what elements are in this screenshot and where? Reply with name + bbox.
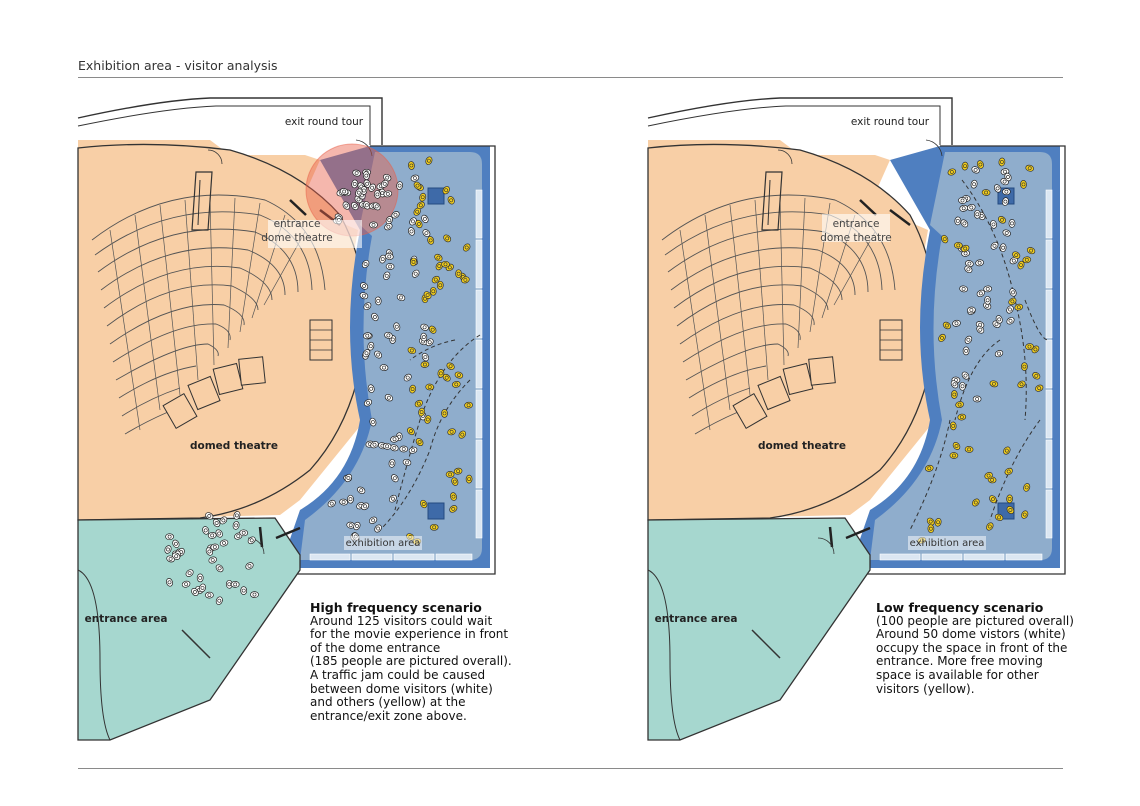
other-visitor xyxy=(1019,179,1028,189)
other-visitor xyxy=(463,401,474,409)
dome-visitor xyxy=(374,296,383,306)
dome-visitor xyxy=(204,591,214,599)
top-divider xyxy=(78,77,1063,78)
other-visitor xyxy=(998,157,1006,167)
other-visitor xyxy=(949,451,959,460)
dome-visitor xyxy=(399,445,409,453)
other-visitor xyxy=(953,241,963,249)
other-visitor xyxy=(429,523,439,531)
other-visitor xyxy=(420,360,430,369)
other-visitor xyxy=(436,280,444,290)
other-visitor xyxy=(455,269,462,279)
scenario-high-description: High frequency scenario Around 125 visit… xyxy=(310,601,530,723)
label-entrance: entrance xyxy=(274,218,321,230)
other-visitor xyxy=(1006,494,1014,504)
label-exhibition-area: exhibition area xyxy=(346,538,421,549)
other-visitor xyxy=(1021,362,1028,371)
label-domed-theatre: domed theatre xyxy=(758,440,846,452)
dome-visitor xyxy=(165,533,175,541)
other-visitor xyxy=(964,445,974,454)
scenario-low-description: Low frequency scenario (100 people are p… xyxy=(876,601,1096,696)
scenario-line: space is available for other xyxy=(876,667,1039,682)
scenario-line: Around 50 dome vistors (white) xyxy=(876,627,1066,642)
dome-visitor xyxy=(369,221,378,229)
dome-visitor xyxy=(959,381,966,391)
label-exit-round-tour: exit round tour xyxy=(285,116,364,128)
dome-visitor xyxy=(373,189,382,200)
dome-visitor xyxy=(972,395,982,403)
label-entrance-area: entrance area xyxy=(85,613,168,625)
label-exit-round-tour: exit round tour xyxy=(851,116,930,128)
other-visitor xyxy=(1024,342,1035,351)
dome-visitor xyxy=(999,243,1007,253)
dome-visitor xyxy=(966,306,976,314)
scenario-title: Low frequency scenario xyxy=(876,600,1044,615)
dome-visitor xyxy=(379,363,389,372)
dome-visitor xyxy=(983,285,993,293)
scenario-line: for the movie experience in front xyxy=(310,627,509,642)
dome-visitor xyxy=(957,196,968,205)
other-visitor xyxy=(981,188,991,197)
scenario-line: occupy the space in front of the xyxy=(876,640,1068,655)
label-domed-theatre: domed theatre xyxy=(190,440,278,452)
dome-visitor xyxy=(954,216,962,226)
other-visitor xyxy=(465,474,473,484)
dome-visitor xyxy=(347,494,354,504)
scenario-line: of the dome entrance xyxy=(310,640,441,655)
other-visitor xyxy=(441,260,450,268)
scenario-line: and others (yellow) at the xyxy=(310,695,466,710)
scenario-line: between dome visitors (white) xyxy=(310,681,493,696)
scenario-line: visitors (yellow). xyxy=(876,681,975,696)
dome-visitor xyxy=(240,586,248,595)
dome-visitor xyxy=(239,529,249,537)
other-visitor xyxy=(425,383,435,391)
scenario-line: entrance. More free moving xyxy=(876,654,1043,669)
page-title: Exhibition area - visitor analysis xyxy=(78,58,278,73)
dome-visitor xyxy=(230,580,240,588)
dome-visitor xyxy=(973,209,981,219)
other-visitor xyxy=(441,409,448,418)
other-visitor xyxy=(950,390,958,399)
scenario-line: (185 people are pictured overall). xyxy=(310,654,512,669)
dome-visitor xyxy=(385,262,395,271)
scenario-title: High frequency scenario xyxy=(310,600,482,615)
label-dome-theatre: dome theatre xyxy=(261,232,332,244)
dome-visitor xyxy=(250,591,259,599)
other-visitor xyxy=(445,470,455,478)
other-visitor xyxy=(961,161,969,171)
label-exhibition-area: exhibition area xyxy=(910,538,985,549)
scenario-line: A traffic jam could be caused xyxy=(310,667,486,682)
dome-visitor xyxy=(207,531,217,540)
other-visitor xyxy=(429,286,437,296)
label-entrance: entrance xyxy=(833,218,880,230)
scenario-line: (100 people are pictured overall) xyxy=(876,613,1074,628)
dome-visitor xyxy=(1008,218,1016,228)
scenario-line: Around 125 visitors could wait xyxy=(310,613,493,628)
plan-low-frequency: entrance dome theatre exit round tour do… xyxy=(646,96,1067,742)
label-entrance-area: entrance area xyxy=(655,613,738,625)
other-visitor xyxy=(437,368,445,378)
dome-visitor xyxy=(983,295,992,305)
label-dome-theatre: dome theatre xyxy=(820,232,891,244)
other-visitor xyxy=(949,421,957,431)
dome-visitor xyxy=(1001,188,1011,196)
dome-visitor xyxy=(962,346,970,356)
scenario-line: entrance/exit zone above. xyxy=(310,708,467,723)
other-visitor xyxy=(927,524,935,534)
dome-visitor xyxy=(196,573,204,583)
plan-high-frequency: entrance dome theatre exit round tour do… xyxy=(76,96,497,742)
bottom-divider xyxy=(78,768,1063,769)
